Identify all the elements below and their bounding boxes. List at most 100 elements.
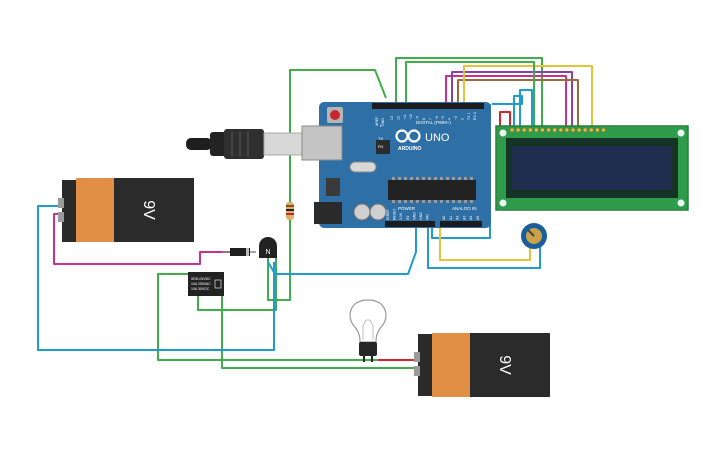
analog-pin-label: A3 <box>462 216 466 220</box>
wire-purple-lcd[interactable] <box>451 71 573 126</box>
battery-bottom[interactable]: 9V <box>414 333 550 397</box>
usb-chip <box>376 140 390 154</box>
power-pin-label: VIN <box>426 214 430 220</box>
lcd-pin[interactable] <box>521 127 527 133</box>
digital-pin-label: 13 <box>390 116 394 120</box>
analog-header <box>440 221 482 227</box>
capacitor-1 <box>353 203 371 221</box>
arduino-logo-icon <box>395 129 421 143</box>
lcd-display[interactable] <box>495 125 689 211</box>
potentiometer[interactable] <box>521 223 547 249</box>
usb-cable[interactable] <box>186 129 303 159</box>
lcd-pin[interactable] <box>589 127 594 133</box>
analog-pin-label: A2 <box>456 216 460 220</box>
wire-blue-transistor-pin[interactable] <box>267 228 417 275</box>
analog-label: ANALOG IN <box>452 206 477 211</box>
analog-pin-label: A4 <box>469 216 473 220</box>
wire-yellow-lcd[interactable] <box>463 65 593 126</box>
lcd-pin[interactable] <box>509 127 515 133</box>
digital-pin-label: 2 <box>460 118 464 120</box>
lcd-pin[interactable] <box>576 127 582 133</box>
led-l-label: L <box>380 123 383 128</box>
digital-pin-label: RX 0 <box>473 112 477 120</box>
lcd-pin[interactable] <box>582 127 588 133</box>
digital-pin-label: 8 <box>422 118 426 120</box>
power-pin-label: GND <box>419 212 423 220</box>
wire-blue-lcd-a[interactable] <box>427 228 541 269</box>
digital-pin-label: 12 <box>396 116 400 120</box>
wire-green-relay-left[interactable] <box>157 273 420 361</box>
wire-green-relay-bottom[interactable] <box>221 288 420 369</box>
resistor[interactable] <box>286 202 294 220</box>
lcd-pin[interactable] <box>546 127 551 133</box>
lcd-pin[interactable] <box>552 127 557 133</box>
digital-pin-label: ~5 <box>441 116 445 120</box>
digital-header <box>372 103 484 109</box>
lcd-screen <box>512 146 672 190</box>
digital-pin-label: ~10 <box>409 114 413 120</box>
crystal <box>349 161 377 173</box>
analog-pin-label: A0 <box>442 216 446 220</box>
wire-blue-battery[interactable] <box>37 205 275 351</box>
pin-aref-label: AREF <box>375 117 379 126</box>
power-pin-label: IOREF <box>386 209 390 220</box>
wire-brown-lcd[interactable] <box>457 79 579 126</box>
wire-green-lcd-2[interactable] <box>405 61 535 126</box>
led-tx-label: TX <box>378 136 383 141</box>
pin-gnd-label: GND <box>381 118 385 126</box>
wire-magenta-lcd[interactable] <box>445 75 567 126</box>
digital-pin-label: ~6 <box>435 116 439 120</box>
wire-blue-lcd-d[interactable] <box>519 89 533 126</box>
lcd-pin[interactable] <box>515 127 521 133</box>
board-sublogo: ARDUINO <box>398 146 421 152</box>
wires <box>37 57 593 369</box>
led-rx-label: RX <box>378 144 384 149</box>
lcd-pin[interactable] <box>528 127 533 133</box>
diode[interactable] <box>222 248 256 256</box>
power-pin-label: 3.3V <box>399 212 403 220</box>
wire-magenta-battery[interactable] <box>53 213 232 265</box>
lcd-pin[interactable] <box>564 127 570 133</box>
transistor[interactable]: N <box>259 237 277 258</box>
lcd-pin[interactable] <box>534 127 539 133</box>
lcd-pin[interactable] <box>570 127 576 133</box>
relay[interactable]: SRD-05VDC 10A 250VAC 10A 30VDC <box>188 272 224 296</box>
battery-top[interactable]: 9V <box>58 178 194 242</box>
lcd-pin[interactable] <box>595 127 600 133</box>
lcd-pin[interactable] <box>601 127 606 133</box>
relay-line-2: 10A 250VAC <box>191 282 211 286</box>
lcd-pins <box>509 127 606 133</box>
voltage-regulator <box>326 178 340 196</box>
digital-pin-label: TX 1 <box>467 113 471 120</box>
battery-bottom-label: 9V <box>496 355 513 375</box>
arduino-uno-board[interactable]: UNO ARDUINO DIGITAL (PWM~) POWER ANALOG … <box>301 102 491 228</box>
digital-label: DIGITAL (PWM~) <box>416 120 451 125</box>
wire-green-lcd-1[interactable] <box>395 57 543 126</box>
lcd-pin[interactable] <box>540 127 545 133</box>
power-jack <box>314 202 342 224</box>
wire-red-pot[interactable] <box>499 111 511 126</box>
lcd-pin[interactable] <box>558 127 564 133</box>
digital-pin-label: ~3 <box>454 116 458 120</box>
power-pin-label: 5V <box>406 215 410 220</box>
light-bulb[interactable] <box>349 299 387 362</box>
bulb-filament-icon <box>362 319 374 340</box>
wire-green-relay-gnd[interactable] <box>197 255 277 311</box>
power-pin-label: GND <box>412 212 416 220</box>
digital-pin-label: 4 <box>448 118 452 120</box>
wire-blue-lcd-c[interactable] <box>492 95 523 126</box>
usb-jack <box>301 125 343 161</box>
power-pin-label: RESET <box>393 207 397 220</box>
relay-line-1: SRD-05VDC <box>191 277 211 281</box>
wire-yellow-pot[interactable] <box>439 228 531 261</box>
atmega-chip <box>388 177 476 203</box>
analog-pin-label: A1 <box>449 216 453 220</box>
power-label: POWER <box>398 206 416 211</box>
analog-pin-label: A5 <box>476 216 480 220</box>
battery-top-label: 9V <box>140 200 157 220</box>
wire-green-relay-transistor[interactable] <box>267 212 291 301</box>
